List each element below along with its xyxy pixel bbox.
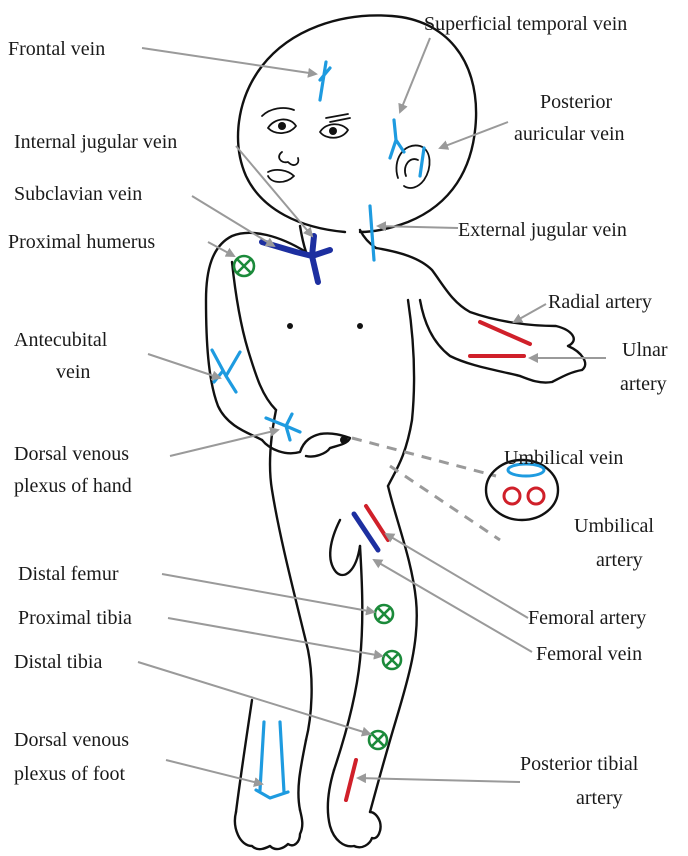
leader-lines xyxy=(138,38,606,784)
label-frontal-vein: Frontal vein xyxy=(8,38,105,60)
nose xyxy=(279,152,298,165)
label-dorsal-venous-plexus-foot-line2: plexus of foot xyxy=(14,763,126,785)
leader-proximal-tibia xyxy=(168,618,382,656)
right-hand xyxy=(262,433,350,456)
external-jugular-vein-mark xyxy=(370,206,374,260)
label-dorsal-venous-plexus-foot-line1: Dorsal venous xyxy=(14,729,129,751)
io-site-proximal-tibia xyxy=(383,651,401,669)
label-dorsal-venous-plexus-hand-line2: plexus of hand xyxy=(14,475,132,497)
umbilicus xyxy=(340,436,348,444)
cord-outline xyxy=(486,460,558,520)
leader-internal-jugular-vein xyxy=(236,146,312,236)
label-umbilical-vein: Umbilical vein xyxy=(504,447,623,469)
left-foot xyxy=(328,770,381,847)
label-ulnar-artery-line1: Ulnar xyxy=(622,339,668,361)
io-site-distal-femur xyxy=(375,605,393,623)
label-posterior-auricular-vein-line1: Posterior xyxy=(540,91,613,113)
left-nipple xyxy=(357,323,363,329)
leader-subclavian-vein xyxy=(192,196,274,246)
antecubital-vein-mark xyxy=(212,350,240,392)
io-site-distal-tibia xyxy=(369,731,387,749)
leader-distal-femur xyxy=(162,574,374,612)
right-side-torso xyxy=(388,300,414,486)
subclavian-internal-jugular-vein-mark xyxy=(262,236,330,282)
left-leg-outer xyxy=(370,486,417,812)
label-external-jugular-vein: External jugular vein xyxy=(458,219,627,241)
leader-dorsal-venous-plexus-foot xyxy=(166,760,262,784)
label-superficial-temporal-vein: Superficial temporal vein xyxy=(424,13,627,35)
label-antecubital-vein-line1: Antecubital xyxy=(14,329,108,351)
cord-umbilical-artery-1 xyxy=(504,488,520,504)
leader-femoral-artery xyxy=(386,534,528,618)
leader-dorsal-venous-plexus-hand xyxy=(170,430,278,456)
left-side-body-leg xyxy=(270,410,312,740)
left-arm-upper xyxy=(376,248,585,383)
label-posterior-tibial-artery-line1: Posterior tibial xyxy=(520,753,639,775)
label-dorsal-venous-plexus-hand-line1: Dorsal venous xyxy=(14,443,129,465)
left-leg-inner xyxy=(334,546,362,770)
label-distal-femur: Distal femur xyxy=(18,563,119,585)
label-umbilical-artery-line1: Umbilical xyxy=(574,515,654,537)
label-proximal-humerus: Proximal humerus xyxy=(8,231,155,253)
cord-umbilical-artery-2 xyxy=(528,488,544,504)
right-nipple xyxy=(287,323,293,329)
label-distal-tibia: Distal tibia xyxy=(14,651,102,673)
label-femoral-vein: Femoral vein xyxy=(536,643,642,665)
label-umbilical-artery-line2: artery xyxy=(596,549,643,571)
leader-radial-artery xyxy=(514,304,546,322)
mouth xyxy=(268,170,294,182)
groin xyxy=(330,520,360,575)
label-antecubital-vein-line2: vein xyxy=(56,361,90,383)
leader-frontal-vein xyxy=(142,48,316,74)
right-shoulder-upper-arm xyxy=(206,233,306,440)
leader-posterior-tibial-artery xyxy=(358,778,520,782)
right-arm-inner xyxy=(232,262,276,410)
label-ulnar-artery-line2: artery xyxy=(620,373,667,395)
right-eyebrow xyxy=(326,114,350,122)
ear-inner xyxy=(405,159,418,176)
label-posterior-tibial-artery-line2: artery xyxy=(576,787,623,809)
right-leg-outer xyxy=(236,700,252,812)
label-internal-jugular-vein: Internal jugular vein xyxy=(14,131,177,153)
label-posterior-auricular-vein-line2: auricular vein xyxy=(514,123,625,145)
leader-distal-tibia xyxy=(138,662,370,734)
left-pupil xyxy=(278,122,286,130)
label-femoral-artery: Femoral artery xyxy=(528,607,646,629)
leader-superficial-temporal-vein xyxy=(400,38,430,112)
labels: Frontal vein Superficial temporal vein P… xyxy=(8,13,668,809)
right-leg-lower-inner xyxy=(298,740,306,810)
posterior-tibial-artery-mark xyxy=(346,760,356,800)
right-foot xyxy=(235,810,302,849)
inset-dash-bottom xyxy=(390,466,500,540)
frontal-vein-mark xyxy=(320,62,330,100)
intraosseous-sites xyxy=(234,256,401,749)
label-proximal-tibia: Proximal tibia xyxy=(18,607,132,629)
posterior-auricular-vein-mark xyxy=(420,148,424,176)
head-outline xyxy=(238,15,476,232)
inset-dash-top xyxy=(352,438,496,476)
label-subclavian-vein: Subclavian vein xyxy=(14,183,142,205)
io-site-proximal-humerus xyxy=(234,256,254,276)
right-pupil xyxy=(329,127,337,135)
dorsal-venous-plexus-foot-mark xyxy=(256,722,288,798)
left-eyebrow xyxy=(262,108,294,116)
label-radial-artery: Radial artery xyxy=(548,291,652,313)
